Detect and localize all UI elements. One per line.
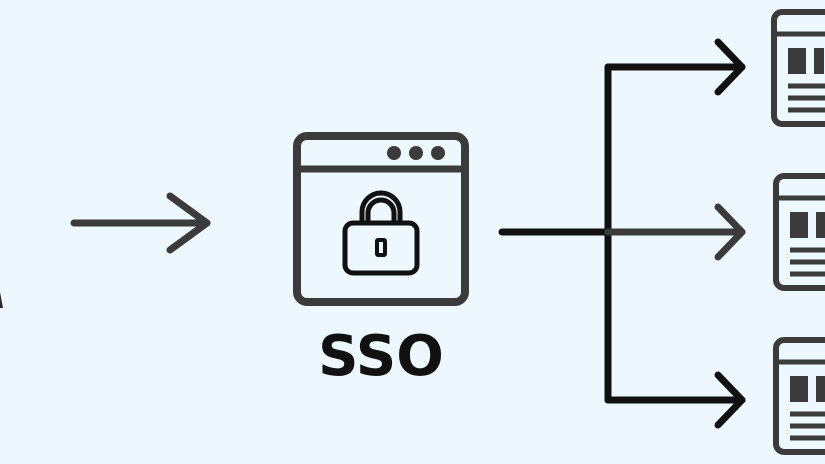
cropped-user-icon-fragment	[0, 292, 3, 308]
window-dot-icon	[431, 146, 445, 160]
branch-connector	[498, 38, 746, 429]
arrow-head-icon	[714, 38, 746, 96]
sso-label: SSO	[318, 324, 444, 389]
padlock-icon	[342, 190, 420, 276]
window-dot-icon	[409, 146, 423, 160]
arrow-head-icon	[714, 203, 746, 261]
arrow-right-icon	[70, 192, 211, 254]
website-window-icon	[771, 9, 825, 127]
arrow-head-icon	[714, 371, 746, 429]
website-window-icon	[773, 337, 825, 455]
browser-window-lock-icon	[293, 132, 469, 306]
window-dot-icon	[387, 146, 401, 160]
website-window-icon	[773, 173, 825, 291]
